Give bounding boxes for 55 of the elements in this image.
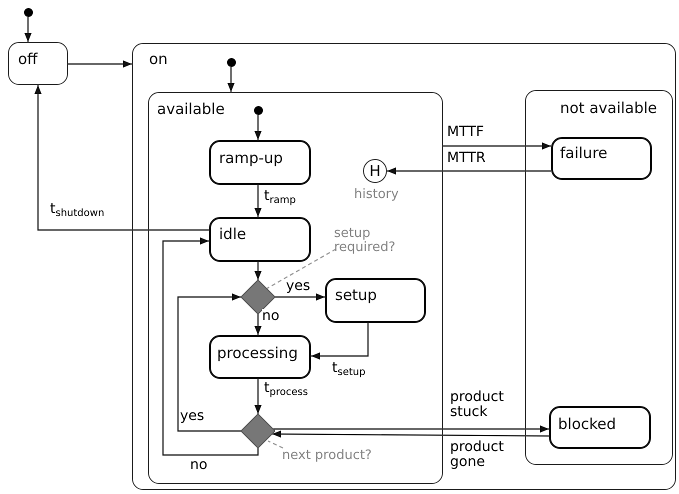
transition-arrow [68,60,132,68]
state-box [325,278,426,323]
transition-arrow [34,85,209,231]
state-box [209,140,311,185]
state-name: on [149,50,168,68]
state-name: ramp-up [219,149,283,167]
leader-line [266,248,336,290]
initial-state-dot [24,8,33,17]
transition-arrow [227,67,235,92]
state-name: blocked [558,415,616,433]
edge-label: yes [286,279,310,294]
transition-arrow [387,167,551,175]
initial-state-dot [227,58,236,67]
annotation-text: next product? [282,449,373,463]
decision-diamond [241,414,275,448]
transition-arrow [177,293,241,432]
edge-label: t$_{shutdown}$ [50,202,104,217]
state-box [8,42,68,85]
initial-state-dot [254,106,263,115]
transition-arrow [254,379,262,414]
state-box [551,137,652,180]
transition-arrow [254,314,262,335]
transition-arrow [311,323,369,360]
annotation-text: setup required? [334,227,396,255]
composite-state [148,92,443,484]
state-box [549,406,651,449]
edge-label: t$_{setup}$ [332,361,366,376]
state-caption: history [354,187,399,202]
state-name: not available [560,99,658,117]
transition-arrow [254,185,262,217]
transition-arrow [443,142,551,150]
history-state [363,159,387,183]
edge-label: t$_{ramp}$ [264,189,296,204]
edge-label: t$_{process}$ [264,381,308,396]
transition-arrow [272,430,549,438]
transition-arrow [24,17,32,42]
transition-arrow [254,115,262,140]
state-box [209,335,311,379]
state-name: processing [217,344,298,362]
transition-arrow [273,425,549,433]
state-box [209,217,311,262]
state-name: idle [219,225,246,243]
composite-state [525,90,673,465]
history-symbol: H [369,162,381,180]
state-name: setup [335,286,377,304]
decision-diamond [241,280,275,314]
transition-arrow [275,293,325,301]
transition-arrow [254,262,262,280]
leader-line [268,440,284,449]
state-name: failure [560,144,608,162]
composite-state [132,43,676,490]
edge-label: yes [180,409,204,424]
transition-arrow [162,237,259,456]
state-name: off [18,50,38,68]
state-name: available [157,100,225,118]
